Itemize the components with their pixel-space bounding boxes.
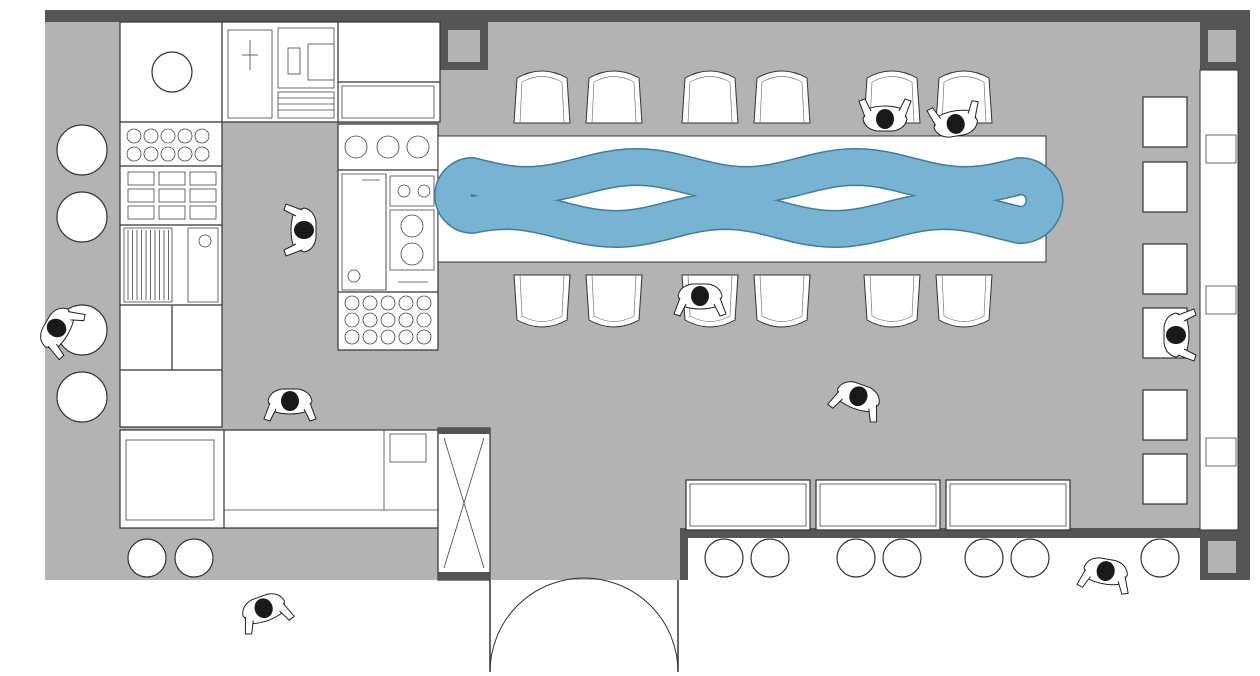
burner xyxy=(362,295,378,311)
round-stool xyxy=(836,538,876,578)
burner xyxy=(126,128,142,144)
burner xyxy=(380,295,396,311)
drawer xyxy=(189,188,217,203)
counter-chair xyxy=(753,274,811,328)
bench-seat xyxy=(1142,96,1188,148)
counter-chair xyxy=(585,70,643,124)
drawer xyxy=(158,171,186,186)
people xyxy=(40,98,1197,635)
person xyxy=(283,203,317,257)
counter-chair xyxy=(681,70,739,124)
burner xyxy=(177,128,193,144)
burner xyxy=(344,295,360,311)
burner xyxy=(344,329,360,345)
counter-chairs xyxy=(513,70,993,328)
round-stool xyxy=(882,538,922,578)
person xyxy=(263,388,317,422)
kitchen-block xyxy=(119,21,441,529)
bench-seat xyxy=(1142,453,1188,505)
person xyxy=(1076,557,1129,595)
burner xyxy=(362,329,378,345)
service-door xyxy=(437,427,491,581)
counter-chair xyxy=(935,274,993,328)
burner xyxy=(160,128,176,144)
burner xyxy=(160,146,176,162)
drawer xyxy=(189,171,217,186)
round-stool xyxy=(56,371,108,423)
wall-bench xyxy=(1199,69,1239,531)
counter-chair xyxy=(585,274,643,328)
drawer xyxy=(127,171,155,186)
person xyxy=(673,283,727,317)
person xyxy=(926,100,979,138)
drawer xyxy=(127,188,155,203)
person xyxy=(242,593,295,635)
round-stool xyxy=(174,538,214,578)
drawer xyxy=(158,188,186,203)
bench-seat xyxy=(1142,161,1188,213)
round-stool xyxy=(704,538,744,578)
oven xyxy=(341,173,387,291)
entrance-double-door xyxy=(489,577,679,673)
burner xyxy=(416,329,432,345)
walls xyxy=(45,10,1250,580)
counter-chair xyxy=(863,274,921,328)
drawer xyxy=(127,205,155,220)
burner xyxy=(398,295,414,311)
drawer xyxy=(158,205,186,220)
burner xyxy=(143,128,159,144)
burner-knob-left xyxy=(198,234,212,248)
round-stool xyxy=(56,191,108,243)
counter-chair xyxy=(935,70,993,124)
burner xyxy=(194,146,210,162)
round-stool xyxy=(750,538,790,578)
round-tank xyxy=(151,51,193,93)
round-stools xyxy=(56,124,1180,578)
burner-knob-right xyxy=(347,269,361,283)
person xyxy=(40,307,86,361)
person xyxy=(1163,308,1197,362)
person xyxy=(827,381,880,423)
burner xyxy=(362,312,378,328)
burner xyxy=(126,146,142,162)
burner xyxy=(177,146,193,162)
burner xyxy=(416,295,432,311)
griddle xyxy=(123,227,173,303)
burner-grid-right xyxy=(344,295,432,345)
round-stool xyxy=(1140,538,1180,578)
round-stool xyxy=(1010,538,1050,578)
counter-chair xyxy=(513,70,571,124)
burner-grid-left xyxy=(126,128,210,162)
drawer-grid xyxy=(127,171,217,220)
burner xyxy=(380,329,396,345)
counter-chair xyxy=(753,70,811,124)
sushi-counter-with-water-channel xyxy=(434,135,1064,263)
person xyxy=(858,98,912,132)
round-stool xyxy=(127,538,167,578)
burner xyxy=(143,146,159,162)
drawer xyxy=(189,205,217,220)
burner xyxy=(398,329,414,345)
burner xyxy=(398,312,414,328)
burner xyxy=(194,128,210,144)
counter-chair xyxy=(513,274,571,328)
burner xyxy=(380,312,396,328)
burner xyxy=(416,312,432,328)
bench-seat xyxy=(1142,243,1188,295)
round-stool xyxy=(964,538,1004,578)
burner xyxy=(344,312,360,328)
round-stool xyxy=(56,124,108,176)
bench-seat xyxy=(1142,389,1188,441)
bottom-bench xyxy=(685,479,1071,531)
drying-rack xyxy=(277,91,335,119)
